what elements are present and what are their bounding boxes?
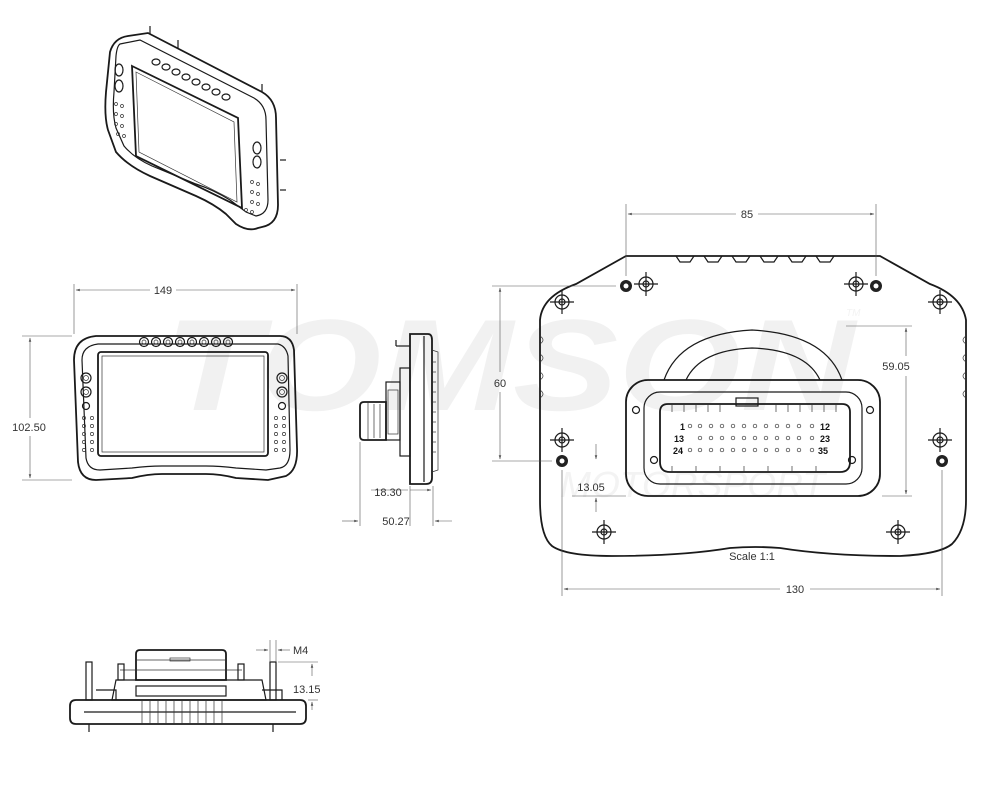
watermark-brand: TOMSON [165,292,859,438]
side-view [359,333,439,485]
dim-rear-hole-spacing-x: 85 [741,209,753,221]
pin-label-row2-end: 23 [820,434,830,444]
bottom-dimensions: M4 13.15 [256,640,321,710]
rear-view: 1 12 13 23 24 35 [539,255,967,563]
dim-bottom-stud-length: 13.15 [293,684,321,696]
iso-top-buttons [151,58,231,101]
rear-dimensions: 85 60 59.05 13.05 130 [492,204,943,596]
pin-label-row1-start: 1 [680,422,685,432]
dim-rear-hole-spacing-y: 60 [494,378,506,390]
dim-bottom-thread: M4 [293,645,308,657]
dim-side-total-depth: 50.27 [382,516,410,528]
isometric-view [104,26,286,231]
connector-pin-grid [697,423,802,453]
front-top-buttons [138,336,234,348]
rear-mounting-holes [550,272,952,544]
scale-label: Scale 1:1 [729,551,775,563]
front-view [73,335,298,481]
dim-rear-width: 130 [786,584,804,596]
dim-side-connector-depth: 18.30 [374,487,402,499]
pin-label-row2-start: 13 [674,434,684,444]
pin-label-row3-start: 24 [673,446,683,456]
dim-front-height: 102.50 [12,422,46,434]
side-dimensions: 18.30 50.27 [342,442,452,528]
dim-rear-offset: 13.05 [577,482,605,494]
watermark-tm: TM [846,308,861,319]
pin-label-row3-end: 35 [818,446,828,456]
bottom-view [69,649,307,732]
front-dimensions: 149 102.50 [12,284,298,481]
pin-label-row1-end: 12 [820,422,830,432]
dim-front-width: 149 [154,285,172,297]
dim-rear-connector-height: 59.05 [882,361,910,373]
